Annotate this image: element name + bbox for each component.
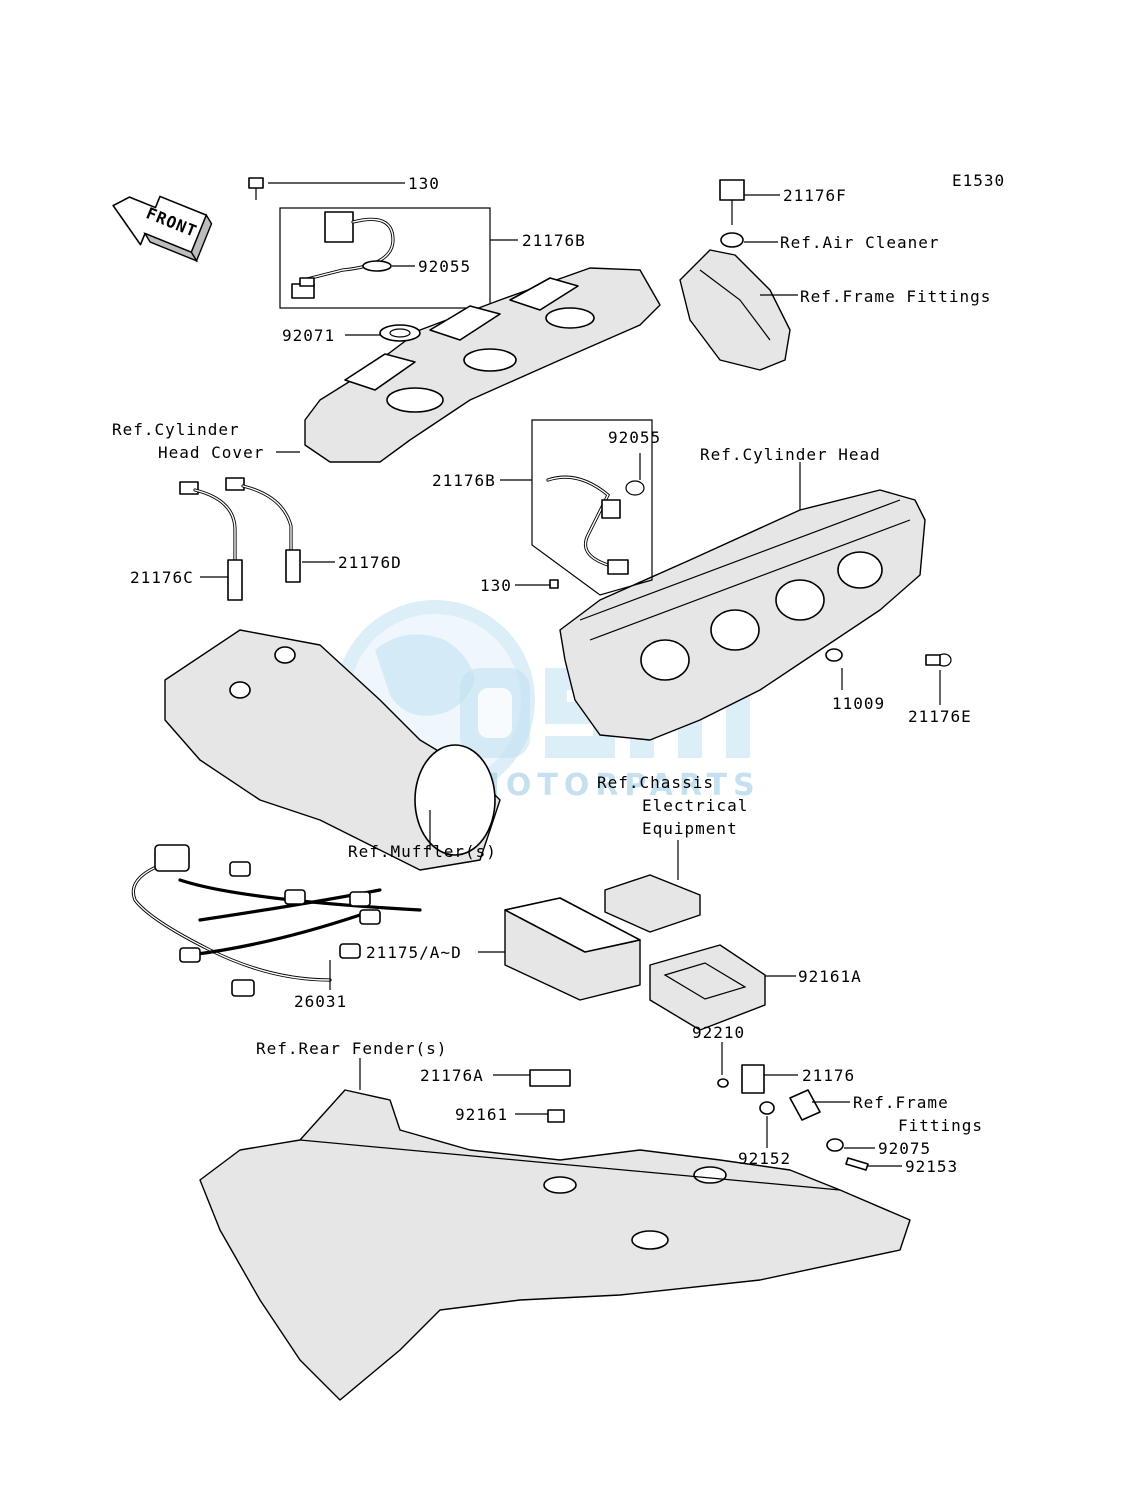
label-21176E: 21176E <box>908 707 972 726</box>
label-92210: 92210 <box>692 1023 745 1042</box>
cam-position-sensor-assembly <box>248 177 491 309</box>
label-ref-cylinder-head-cover-2: Head Cover <box>158 443 264 462</box>
label-ref-air-cleaner: Ref.Air Cleaner <box>780 233 940 252</box>
label-ref-cylinder-head: Ref.Cylinder Head <box>700 445 881 464</box>
main-connector <box>154 844 190 872</box>
label-ref-frame-fittings-bot-1: Ref.Frame <box>853 1093 949 1112</box>
sensor-21176 <box>717 1064 869 1171</box>
label-ref-chassis-1: Ref.Chassis <box>597 773 714 792</box>
label-ref-chassis-2: Electrical <box>642 796 748 815</box>
label-92071: 92071 <box>282 326 335 345</box>
label-ref-cylinder-head-cover-1: Ref.Cylinder <box>112 420 240 439</box>
label-21176C: 21176C <box>130 568 194 587</box>
label-130-top: 130 <box>408 174 440 193</box>
grommet-92071 <box>379 324 421 342</box>
label-92055-mid: 92055 <box>608 428 661 447</box>
label-130-mid: 130 <box>480 576 512 595</box>
watermark-letter-s <box>545 668 615 758</box>
diagram-code: E1530 <box>952 171 1005 190</box>
cam-sensor-mid-assembly <box>531 419 653 596</box>
label-92161A: 92161A <box>798 967 862 986</box>
label-92055-top: 92055 <box>418 257 471 276</box>
ecu-21175 <box>504 897 641 1001</box>
cylinder-head <box>559 489 926 741</box>
water-temp-sensor-21176E <box>825 648 952 667</box>
muffler <box>164 629 501 871</box>
label-ref-frame-fittings-top: Ref.Frame Fittings <box>800 287 991 306</box>
ecu-bracket-92161A <box>649 944 766 1031</box>
label-21176: 21176 <box>802 1066 855 1085</box>
label-21176B-top: 21176B <box>522 231 586 250</box>
air-cleaner-housing <box>679 179 791 371</box>
label-21176B-mid: 21176B <box>432 471 496 490</box>
watermark-text: MOTORPARTS <box>470 768 761 803</box>
label-92152: 92152 <box>738 1149 791 1168</box>
label-11009: 11009 <box>832 694 885 713</box>
oxygen-sensor-21176C <box>179 481 243 601</box>
map-sensor-21176A <box>529 1069 571 1123</box>
front-arrow: FRONT <box>112 195 213 263</box>
sub-harness-26031 <box>131 844 422 997</box>
chassis-electrical-unit <box>604 874 701 933</box>
label-ref-chassis-3: Equipment <box>642 819 738 838</box>
cylinder-head-cover <box>304 267 661 463</box>
label-ref-rear-fender: Ref.Rear Fender(s) <box>256 1039 447 1058</box>
label-ref-muffler: Ref.Muffler(s) <box>348 842 497 861</box>
label-21176D: 21176D <box>338 553 402 572</box>
label-21175: 21175/A~D <box>366 943 462 962</box>
rear-fender <box>199 1089 911 1401</box>
label-21176F: 21176F <box>783 186 847 205</box>
label-26031: 26031 <box>294 992 347 1011</box>
label-92153: 92153 <box>905 1157 958 1176</box>
oxygen-sensor-21176D <box>225 477 301 583</box>
label-21176A: 21176A <box>420 1066 484 1085</box>
part-labels: 130 21176F Ref.Air Cleaner 21176B 92055 … <box>112 174 991 1176</box>
label-ref-frame-fittings-bot-2: Fittings <box>898 1116 983 1135</box>
leader-lines <box>200 182 941 1167</box>
label-92075: 92075 <box>878 1139 931 1158</box>
label-92161: 92161 <box>455 1105 508 1124</box>
